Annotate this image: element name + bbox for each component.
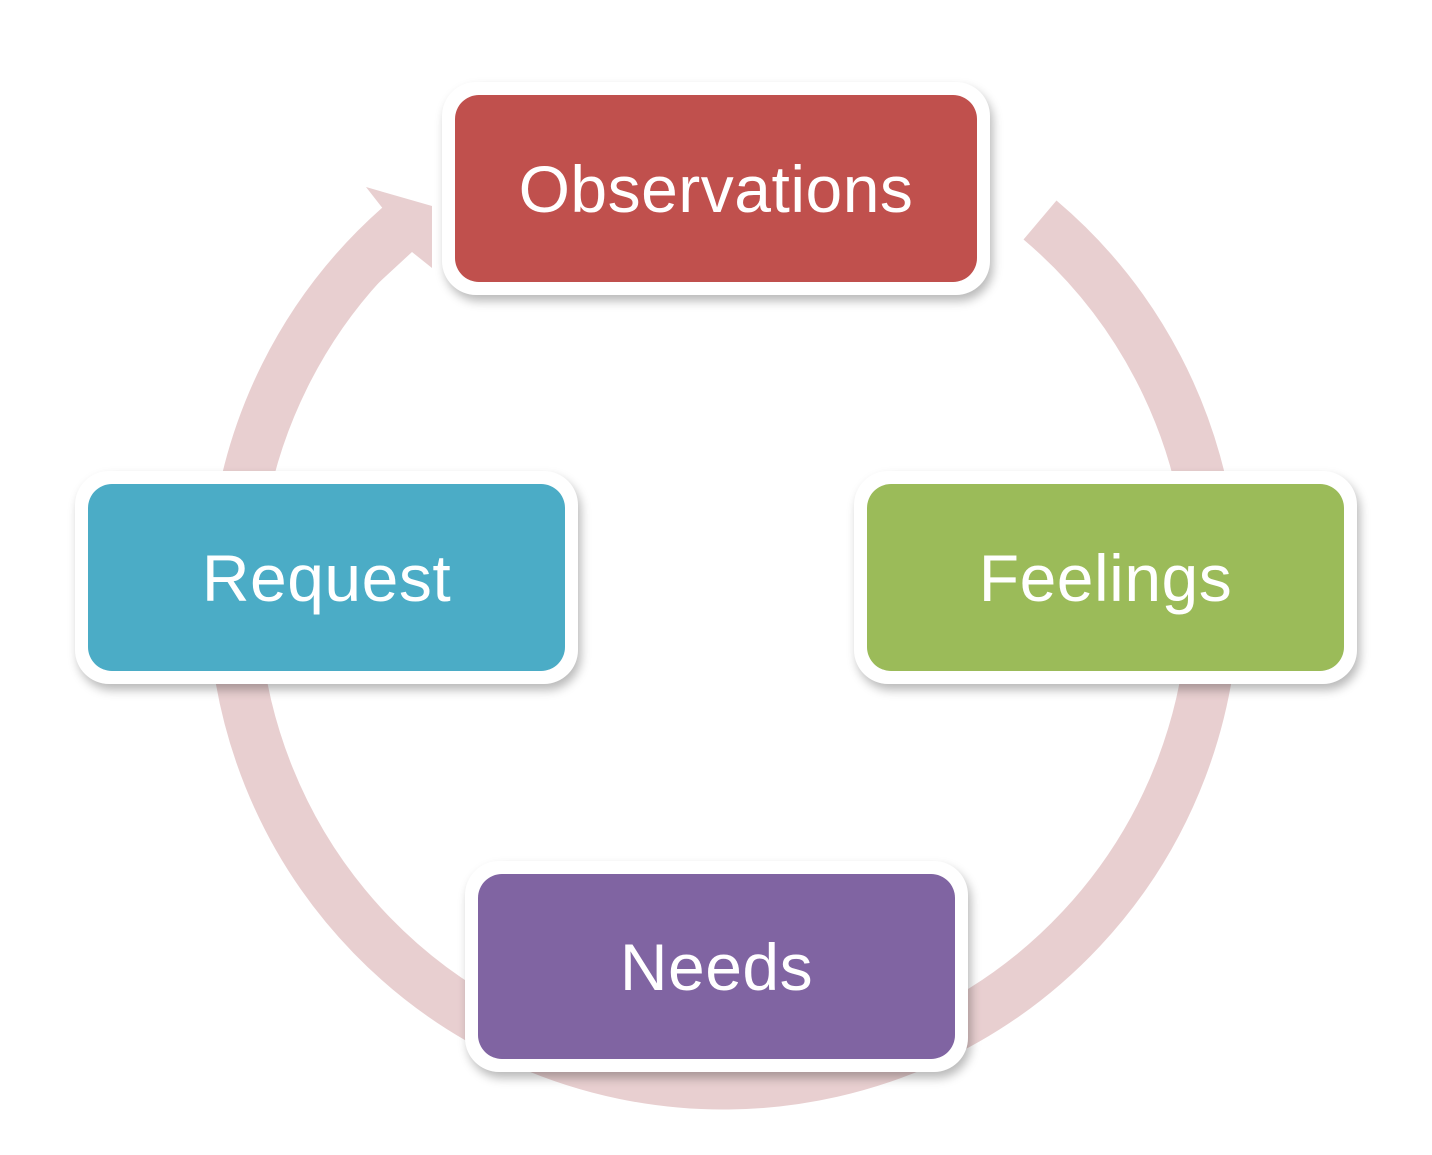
step-feelings-label: Feelings bbox=[867, 484, 1344, 671]
step-observations-label: Observations bbox=[455, 95, 977, 282]
step-feelings: Feelings bbox=[854, 471, 1357, 684]
step-observations: Observations bbox=[442, 82, 990, 295]
step-request-label: Request bbox=[88, 484, 565, 671]
step-request: Request bbox=[75, 471, 578, 684]
step-needs-label: Needs bbox=[478, 874, 955, 1059]
cycle-arrowhead-icon bbox=[330, 187, 432, 300]
step-needs: Needs bbox=[465, 861, 968, 1072]
